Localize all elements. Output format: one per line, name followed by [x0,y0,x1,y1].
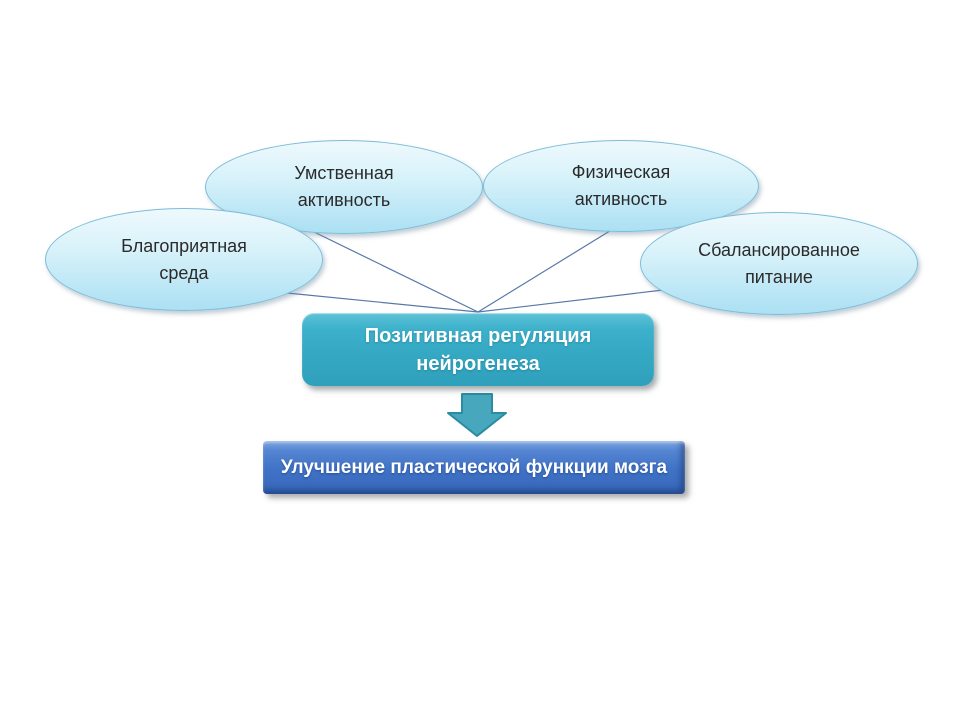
connector-lines [286,228,664,313]
factor-label-line: Благоприятная [121,235,247,256]
factor-label-line: среда [159,262,209,283]
central-node-positive-regulation: Позитивная регуляция нейрогенеза [302,313,654,386]
connector-line-physical [477,228,614,313]
factor-label-line: активность [574,189,668,209]
result-node-brain-plastic-function: Улучшение пластической функции мозга [263,441,685,494]
central-node-label-line: нейрогенеза [416,352,540,375]
down-arrow-icon [447,393,507,437]
connector-line-environment [286,292,479,313]
factor-ellipse-mental-activity: Умственная активность [205,140,483,234]
connector-line-nutrition [477,289,664,313]
connector-line-mental [309,229,479,313]
factor-label-line: Физическая [571,162,671,182]
factor-ellipse-physical-activity: Физическая активность [483,140,759,232]
factor-label-line: Сбалансированное [698,239,860,260]
result-node-label: Улучшение пластической функции мозга [280,456,668,478]
factor-ellipse-favorable-environment: Благоприятная среда [45,208,323,311]
factor-ellipse-balanced-nutrition: Сбалансированное питание [640,212,918,315]
factor-label-line: питание [745,266,813,287]
factor-label-line: Умственная [294,163,394,183]
factor-label-line: активность [297,190,391,210]
central-node-label-line: Позитивная регуляция [364,324,592,347]
